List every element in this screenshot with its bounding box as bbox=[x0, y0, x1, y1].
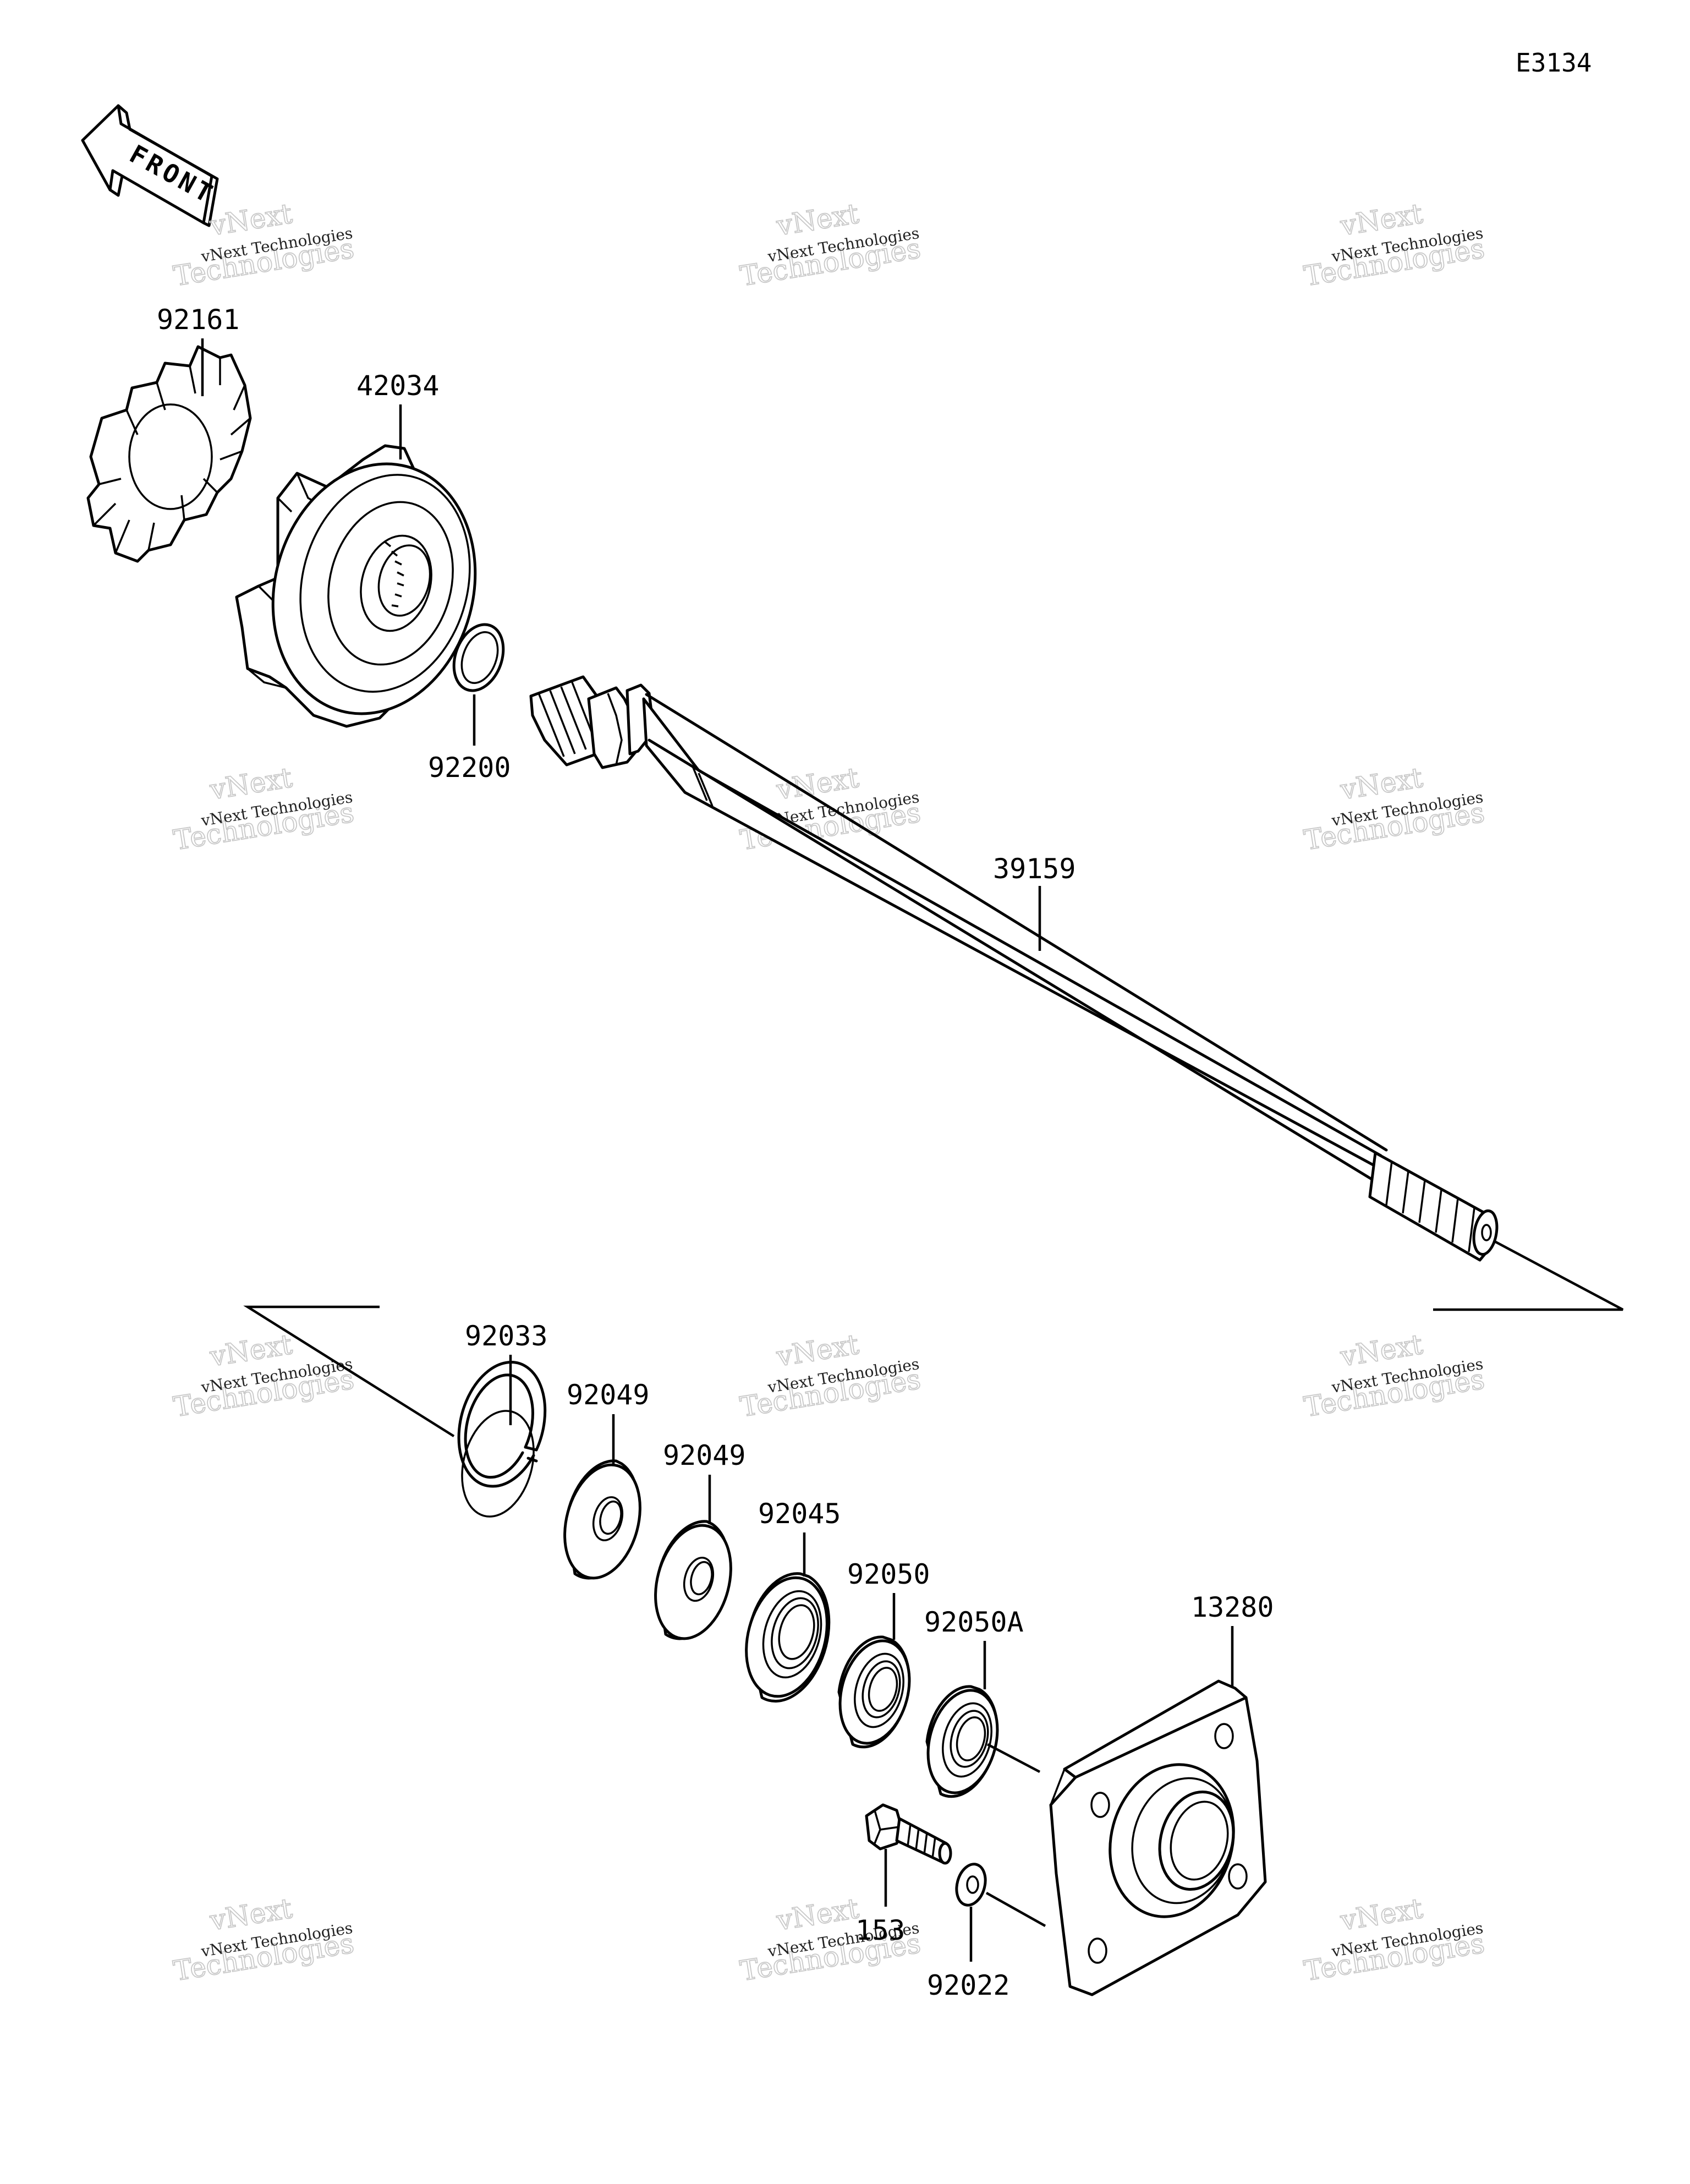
part-153-bolt bbox=[865, 1803, 952, 1865]
label-153: 153 bbox=[855, 1914, 905, 1946]
part-39159-drive-shaft bbox=[529, 675, 1499, 1262]
part-92049-washer-b bbox=[654, 1520, 732, 1640]
part-13280-bearing-housing bbox=[1049, 1679, 1267, 1996]
front-direction-arrow: FRONT bbox=[81, 104, 220, 227]
label-92049-a: 92049 bbox=[567, 1379, 650, 1411]
label-39159: 39159 bbox=[993, 853, 1076, 885]
label-92033: 92033 bbox=[465, 1320, 548, 1352]
label-92161: 92161 bbox=[157, 304, 240, 336]
part-92045-bearing bbox=[745, 1572, 831, 1703]
label-92200: 92200 bbox=[428, 752, 511, 784]
part-92050-oil-seal bbox=[837, 1635, 911, 1749]
part-92161-damper bbox=[86, 345, 252, 563]
diagram-code: E3134 bbox=[1516, 48, 1592, 78]
label-13280: 13280 bbox=[1191, 1591, 1274, 1623]
label-92049-b: 92049 bbox=[663, 1439, 746, 1471]
part-92050A-oil-seal bbox=[925, 1685, 999, 1798]
label-92050A: 92050A bbox=[924, 1606, 1024, 1638]
label-92022: 92022 bbox=[927, 1969, 1010, 2001]
part-92033-circlip bbox=[457, 1361, 547, 1518]
part-92049-washer-a bbox=[563, 1459, 641, 1580]
part-92022-washer bbox=[955, 1863, 987, 1907]
part-92200-ring bbox=[452, 623, 505, 692]
label-92045: 92045 bbox=[758, 1498, 841, 1530]
label-42034: 42034 bbox=[356, 370, 440, 402]
part-42034-coupling bbox=[235, 444, 477, 728]
label-92050: 92050 bbox=[847, 1558, 930, 1590]
